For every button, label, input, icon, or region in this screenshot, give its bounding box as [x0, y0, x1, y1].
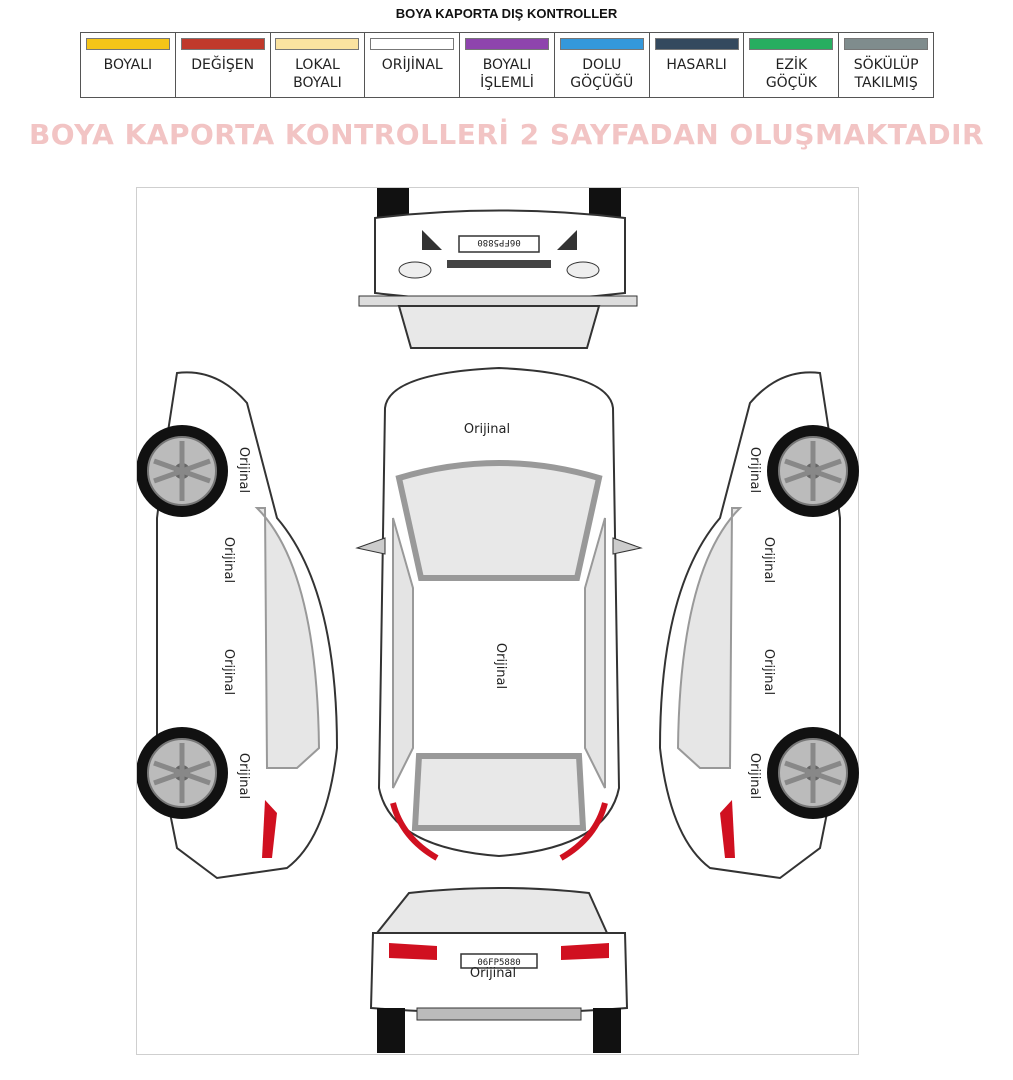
- legend-swatch: [85, 38, 170, 50]
- label-right-front-fender: Orijinal: [747, 447, 762, 493]
- legend-swatch: [370, 38, 455, 50]
- legend-swatch: [275, 38, 360, 50]
- front-license-plate: [458, 235, 540, 253]
- legend-item-orijinal: ORİJİNAL: [365, 33, 461, 97]
- legend-swatch: [559, 38, 644, 50]
- label-right-front-door: Orijinal: [761, 537, 776, 583]
- label-left-rear-fender: Orijinal: [236, 753, 251, 799]
- legend-label: DEĞİŞEN: [191, 57, 255, 73]
- legend-item-dolu-gocugu: DOLU GÖÇÜĞÜ: [555, 33, 650, 97]
- rear-view: 06FP5880 Orijinal: [369, 887, 629, 1053]
- legend-swatch: [749, 38, 834, 50]
- top-view: Orijinal Orijinal: [355, 366, 643, 861]
- legend-item-ezik-gocuk: EZİK GÖÇÜK: [744, 33, 840, 97]
- legend-swatch: [654, 38, 739, 50]
- label-right-rear-fender: Orijinal: [747, 753, 762, 799]
- label-left-front-fender: Orijinal: [236, 447, 251, 493]
- legend-label: BOYALI İŞLEMLİ: [480, 57, 534, 91]
- label-rear-bumper: Orijinal: [470, 966, 516, 981]
- legend-item-hasarli: HASARLI: [650, 33, 745, 97]
- label-hood: Orijinal: [464, 422, 510, 437]
- legend-swatch: [844, 38, 929, 50]
- car-outline-svg: 06FP5880 Orijinal Orijinal: [137, 188, 860, 1053]
- front-view: 06FP5880: [358, 188, 638, 349]
- label-left-front-door: Orijinal: [221, 537, 236, 583]
- legend-label: SÖKÜLÜP TAKILMIŞ: [853, 57, 919, 91]
- rear-plate-text: 06FP5880: [477, 958, 520, 968]
- legend-label: DOLU GÖÇÜĞÜ: [570, 57, 634, 91]
- car-body-diagram: 06FP5880 Orijinal Orijinal: [136, 187, 859, 1055]
- label-right-rear-door: Orijinal: [761, 649, 776, 695]
- right-side-view: Orijinal Orijinal Orijinal Orijinal: [658, 371, 859, 880]
- legend-swatch: [465, 38, 550, 50]
- label-roof: Orijinal: [493, 643, 508, 689]
- legend-label: EZİK GÖÇÜK: [765, 57, 817, 91]
- label-left-rear-door: Orijinal: [221, 649, 236, 695]
- legend-item-boyali-islemli: BOYALI İŞLEMLİ: [460, 33, 555, 97]
- legend-label: BOYALI: [103, 57, 153, 73]
- page-title: BOYA KAPORTA DIŞ KONTROLLER: [395, 6, 618, 21]
- legend-item-boyali: BOYALI: [81, 33, 176, 97]
- legend-label: ORİJİNAL: [381, 57, 443, 73]
- legend-swatch: [180, 38, 265, 50]
- legend-label: HASARLI: [666, 57, 727, 73]
- legend-item-lokal-boyali: LOKAL BOYALI: [271, 33, 366, 97]
- rear-license-plate: [460, 953, 538, 969]
- legend-label: LOKAL BOYALI: [293, 57, 342, 91]
- left-side-view: Orijinal Orijinal Orijinal Orijinal: [137, 371, 339, 880]
- legend-item-sokulup-takilmis: SÖKÜLÜP TAKILMIŞ: [839, 33, 933, 97]
- front-plate-text: 06FP5880: [477, 237, 520, 247]
- legend-item-degisen: DEĞİŞEN: [176, 33, 271, 97]
- notice-banner: BOYA KAPORTA KONTROLLERİ 2 SAYFADAN OLUŞ…: [28, 118, 985, 151]
- legend-table: BOYALI DEĞİŞEN LOKAL BOYALI ORİJİNAL BOY…: [80, 32, 934, 98]
